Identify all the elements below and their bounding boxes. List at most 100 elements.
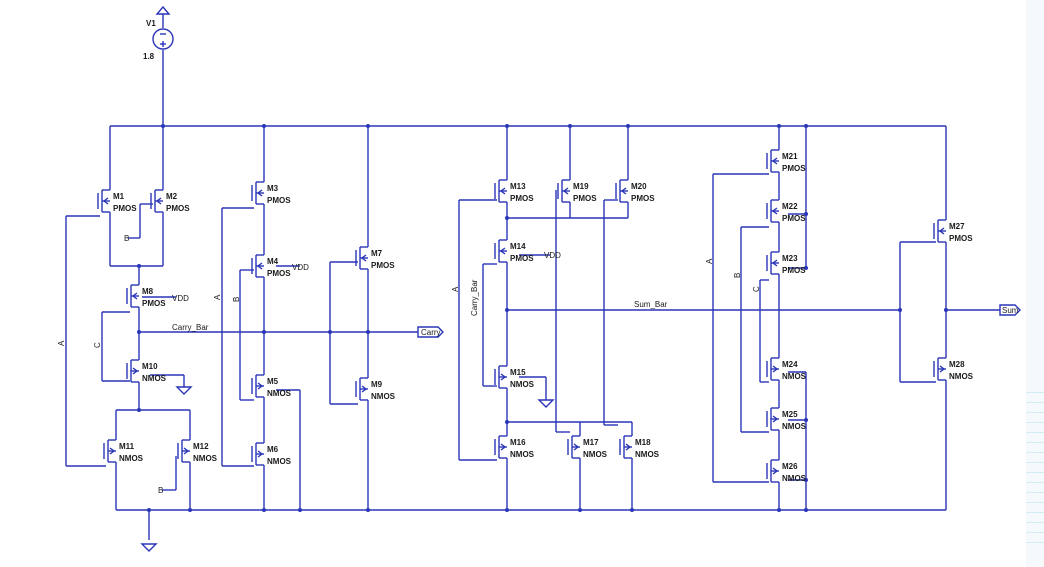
transistor-name: M11 bbox=[119, 442, 135, 451]
net-b-2: B bbox=[232, 297, 241, 302]
net-a-3: A bbox=[451, 286, 460, 292]
transistor-name: M21 bbox=[782, 152, 798, 161]
junction-dot bbox=[804, 478, 808, 482]
transistor-type: NMOS bbox=[583, 450, 608, 459]
transistor-type: PMOS bbox=[510, 254, 534, 263]
transistor-type: PMOS bbox=[782, 214, 806, 223]
junction-dot bbox=[944, 308, 948, 312]
transistor-name: M22 bbox=[782, 202, 798, 211]
page-edge-strip bbox=[1026, 0, 1044, 567]
transistor-type: PMOS bbox=[166, 204, 190, 213]
junction-dot bbox=[505, 508, 509, 512]
transistor-name: M13 bbox=[510, 182, 526, 191]
ground-icon bbox=[537, 399, 555, 408]
junction-dot bbox=[505, 420, 509, 424]
junction-dot bbox=[366, 508, 370, 512]
transistor-name: M12 bbox=[193, 442, 209, 451]
transistor-name: M4 bbox=[267, 257, 279, 266]
junction-dot bbox=[630, 508, 634, 512]
transistor-type: NMOS bbox=[119, 454, 144, 463]
transistor-name: M19 bbox=[573, 182, 589, 191]
v1-source: V1 1.8 bbox=[143, 5, 174, 61]
v1-value: 1.8 bbox=[143, 52, 155, 61]
transistors: M1PMOSM2PMOSM3PMOSM4PMOSM5NMOSM6NMOSM7PM… bbox=[97, 149, 974, 483]
transistor-name: M10 bbox=[142, 362, 158, 371]
net-vdd-m4: VDD bbox=[292, 263, 309, 272]
sum-output-port: Sum bbox=[999, 304, 1021, 316]
junction-dot bbox=[262, 330, 266, 334]
junction-dot bbox=[366, 330, 370, 334]
edge-line bbox=[1026, 422, 1044, 423]
edge-line bbox=[1026, 502, 1044, 503]
junction-dot bbox=[568, 124, 572, 128]
transistor-name: M3 bbox=[267, 184, 279, 193]
transistor-name: M23 bbox=[782, 254, 798, 263]
edge-line bbox=[1026, 412, 1044, 413]
net-carry-bar: Carry_Bar bbox=[172, 323, 209, 332]
transistor-name: M25 bbox=[782, 410, 798, 419]
edge-line bbox=[1026, 452, 1044, 453]
junction-dot bbox=[804, 212, 808, 216]
transistor-type: NMOS bbox=[782, 474, 807, 483]
edge-line bbox=[1026, 542, 1044, 543]
edge-line bbox=[1026, 512, 1044, 513]
junction-dot bbox=[137, 408, 141, 412]
net-a-2: A bbox=[213, 294, 222, 300]
transistor-name: M26 bbox=[782, 462, 798, 471]
net-c-1: C bbox=[93, 342, 102, 348]
carry-output-port: Carry bbox=[417, 326, 444, 338]
transistor-type: NMOS bbox=[949, 372, 974, 381]
net-b-4: B bbox=[733, 273, 742, 278]
junction-dot bbox=[804, 266, 808, 270]
transistor-name: M8 bbox=[142, 287, 154, 296]
junction-dot bbox=[505, 124, 509, 128]
junction-dot bbox=[777, 508, 781, 512]
transistor-name: M2 bbox=[166, 192, 178, 201]
transistor-name: M14 bbox=[510, 242, 526, 251]
transistor-type: PMOS bbox=[782, 266, 806, 275]
transistor-name: M1 bbox=[113, 192, 125, 201]
transistor-type: PMOS bbox=[510, 194, 534, 203]
edge-line bbox=[1026, 532, 1044, 533]
transistor-type: NMOS bbox=[510, 450, 535, 459]
junction-dot bbox=[777, 124, 781, 128]
wires bbox=[65, 14, 1000, 540]
edge-line bbox=[1026, 492, 1044, 493]
transistor-name: M20 bbox=[631, 182, 647, 191]
transistor-type: PMOS bbox=[782, 164, 806, 173]
v1-name: V1 bbox=[146, 19, 156, 28]
ground-icon bbox=[175, 386, 193, 395]
transistor-type: PMOS bbox=[142, 299, 166, 308]
transistor-type: NMOS bbox=[193, 454, 218, 463]
ground-icon bbox=[140, 543, 158, 552]
junction-dot bbox=[505, 216, 509, 220]
junction-dot bbox=[505, 308, 509, 312]
transistor-name: M28 bbox=[949, 360, 965, 369]
edge-line bbox=[1026, 472, 1044, 473]
net-labels: VDD VDD VDD Carry_Bar Sum_Bar B B A C A … bbox=[57, 234, 761, 495]
transistor-name: M27 bbox=[949, 222, 965, 231]
transistor-type: NMOS bbox=[371, 392, 396, 401]
junction-dot bbox=[147, 508, 151, 512]
junction-dot bbox=[804, 508, 808, 512]
edge-line bbox=[1026, 522, 1044, 523]
junction-dot bbox=[137, 264, 141, 268]
